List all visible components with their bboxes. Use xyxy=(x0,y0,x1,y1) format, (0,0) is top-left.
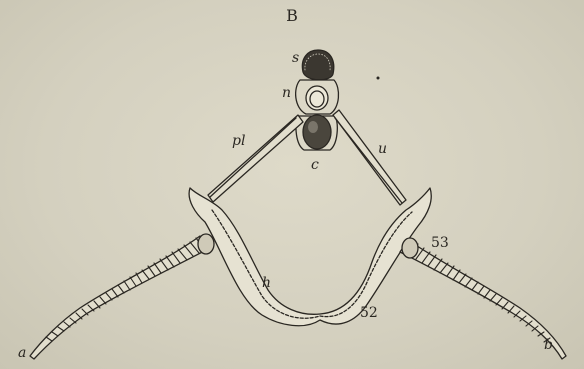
label-h: h xyxy=(262,276,271,290)
label-52: 52 xyxy=(360,306,378,320)
label-u: u xyxy=(378,142,387,156)
label-s: s xyxy=(292,51,299,65)
label-a: a xyxy=(18,346,26,360)
label-c: c xyxy=(311,158,319,172)
right-rib xyxy=(400,238,566,359)
right-process xyxy=(333,110,406,205)
left-process xyxy=(208,115,303,202)
label-53: 53 xyxy=(431,236,449,250)
stippled-body xyxy=(302,50,333,80)
label-pl: pl xyxy=(232,134,245,148)
neural-arch xyxy=(296,80,339,114)
haemal-arch xyxy=(189,188,431,326)
label-n: n xyxy=(282,86,291,100)
left-rib xyxy=(30,234,214,359)
figure-title: B xyxy=(286,8,298,24)
label-b: b xyxy=(544,338,553,352)
